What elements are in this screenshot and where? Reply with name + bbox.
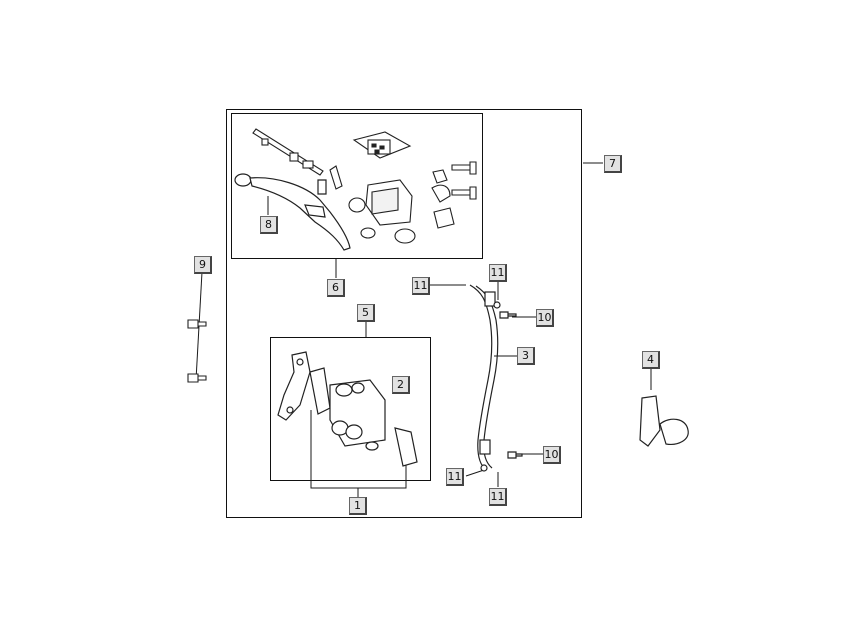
- master-cylinder-drawing: [252, 128, 477, 244]
- bolts-drawing: [187, 319, 207, 383]
- hose-clamp-drawing: [639, 395, 689, 447]
- brake-caliper-drawing: [277, 351, 418, 467]
- callout-10-upper[interactable]: 10: [536, 309, 554, 327]
- assembly-7-frame: [226, 109, 582, 518]
- callout-2[interactable]: 2: [392, 376, 410, 394]
- callout-8[interactable]: 8: [260, 216, 278, 234]
- leader-11c: [465, 469, 485, 477]
- callout-6[interactable]: 6: [327, 279, 345, 297]
- callout-4[interactable]: 4: [642, 351, 660, 369]
- callout-3[interactable]: 3: [517, 347, 535, 365]
- assembly-5-frame: [270, 337, 431, 481]
- assembly-6-frame: [231, 113, 483, 259]
- callout-9[interactable]: 9: [194, 256, 212, 274]
- callout-1[interactable]: 1: [349, 497, 367, 515]
- callout-11-upper-left[interactable]: 11: [412, 277, 430, 295]
- brake-hose-drawing: [469, 284, 523, 472]
- callout-5[interactable]: 5: [357, 304, 375, 322]
- callout-10-lower[interactable]: 10: [543, 446, 561, 464]
- callout-11-lower-left[interactable]: 11: [446, 468, 464, 486]
- callout-7[interactable]: 7: [604, 155, 622, 173]
- callout-11-upper-right[interactable]: 11: [489, 264, 507, 282]
- brake-lever-drawing: [234, 173, 351, 251]
- callout-11-lower-right[interactable]: 11: [489, 488, 507, 506]
